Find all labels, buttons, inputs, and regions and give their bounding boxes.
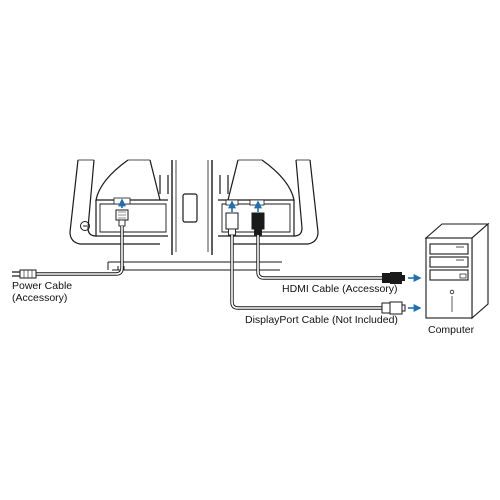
power-cable-label: Power Cable [12, 280, 72, 292]
displayport-cable [230, 235, 382, 310]
power-port [113, 197, 131, 227]
video-ports [225, 199, 265, 236]
displayport-plug-icon [381, 301, 422, 315]
power-cable-sublabel: (Accessory) [12, 292, 67, 304]
power-plug-icon [12, 269, 37, 279]
hdmi-cable [256, 235, 382, 280]
hdmi-plug-icon [382, 272, 422, 284]
computer-label: Computer [428, 324, 475, 336]
monitor-rear [69, 159, 319, 271]
power-cable [36, 226, 124, 276]
displayport-cable-label: DisplayPort Cable (Not Included) [245, 314, 398, 326]
computer-tower-icon [424, 222, 490, 320]
hdmi-cable-label: HDMI Cable (Accessory) [282, 283, 398, 295]
